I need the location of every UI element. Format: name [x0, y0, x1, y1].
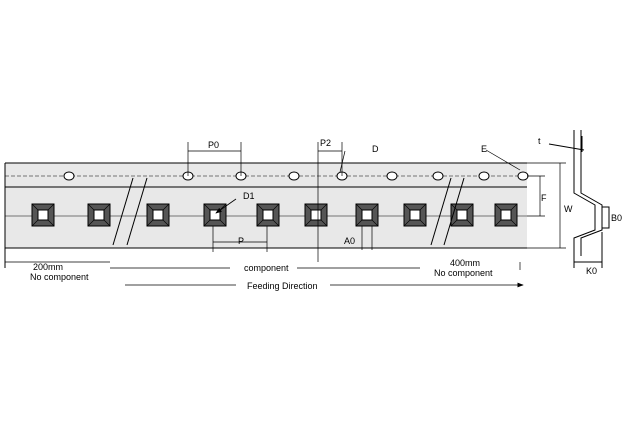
sprocket-holes — [63, 171, 529, 181]
pocket — [355, 203, 379, 227]
sprocket-hole — [432, 171, 444, 181]
pocket — [494, 203, 518, 227]
label-p0: P0 — [208, 140, 219, 150]
right-section-desc: No component — [434, 268, 493, 278]
section-dimension-lines — [5, 261, 521, 270]
component-pockets — [31, 203, 518, 227]
label-a0: A0 — [344, 236, 355, 246]
right-section-length: 400mm — [450, 258, 480, 268]
pocket — [256, 203, 280, 227]
label-d1: D1 — [243, 191, 255, 201]
pocket — [304, 203, 328, 227]
pocket — [87, 203, 111, 227]
tape-cross-section — [548, 130, 610, 268]
label-p2: P2 — [320, 138, 331, 148]
sprocket-hole — [386, 171, 398, 181]
pocket — [31, 203, 55, 227]
pocket — [146, 203, 170, 227]
pocket — [450, 203, 474, 227]
feeding-direction-label: Feeding Direction — [247, 281, 318, 291]
label-k0: K0 — [586, 266, 597, 276]
break-lines — [112, 177, 465, 246]
pocket — [403, 203, 427, 227]
label-d: D — [372, 144, 379, 154]
sprocket-hole — [288, 171, 300, 181]
sprocket-hole — [478, 171, 490, 181]
label-p: P — [238, 236, 244, 246]
label-b0: B0 — [611, 213, 622, 223]
sprocket-hole — [63, 171, 75, 181]
dimension-lines — [187, 142, 566, 262]
pocket — [203, 203, 227, 227]
middle-section-label: component — [244, 263, 289, 273]
label-e: E — [481, 144, 487, 154]
left-section-length: 200mm — [33, 262, 63, 272]
label-f: F — [541, 193, 547, 203]
left-section-desc: No component — [30, 272, 89, 282]
sprocket-hole — [517, 171, 529, 181]
label-w: W — [564, 204, 573, 214]
label-t: t — [538, 136, 541, 146]
